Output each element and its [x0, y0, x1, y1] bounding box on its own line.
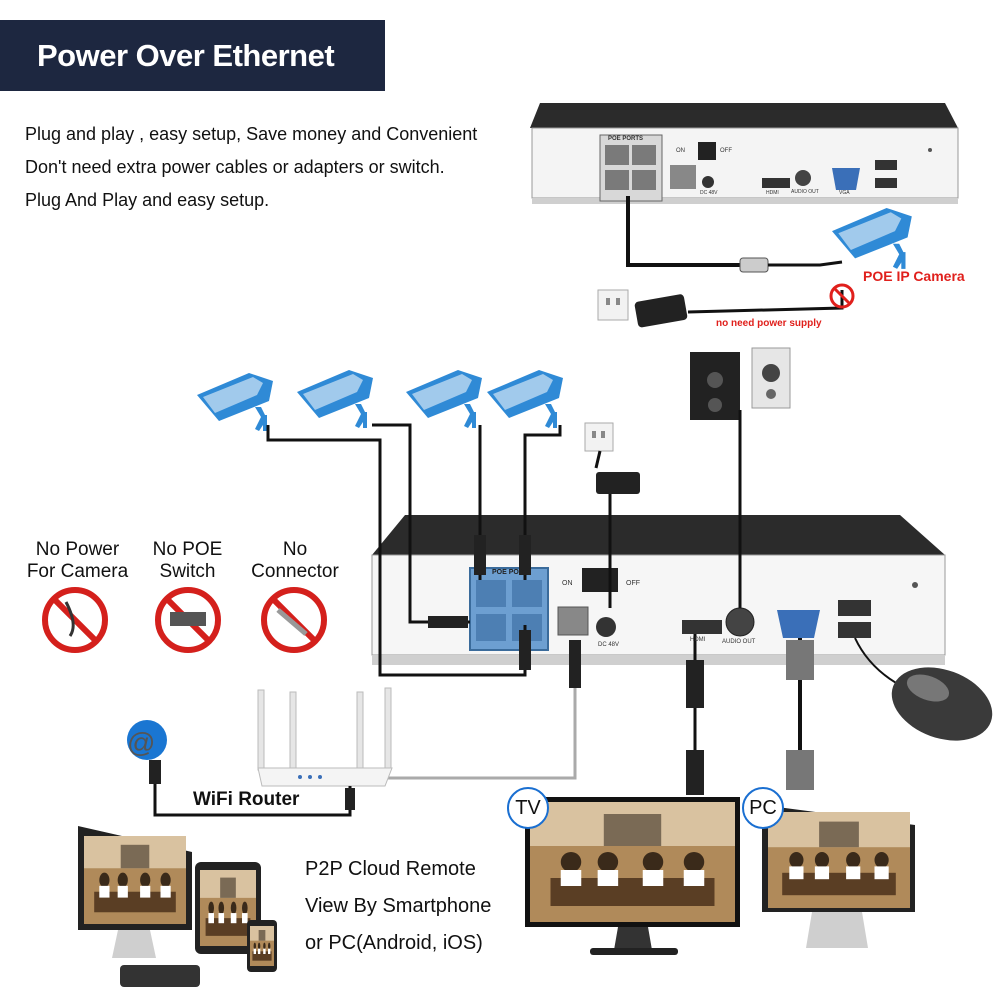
- top-poe-ports-label: POE PORTS: [608, 136, 644, 142]
- p2p-line-1: P2P Cloud Remote: [305, 858, 476, 880]
- pc-monitor: [762, 805, 915, 948]
- top-hdmi-label: HDMI: [766, 190, 779, 196]
- intro-line-1: Plug and play , easy setup, Save money a…: [25, 124, 478, 144]
- no-power-icon: [45, 590, 105, 650]
- camera-4: [487, 370, 563, 428]
- intro-line-3: Plug And Play and easy setup.: [25, 190, 270, 210]
- p2p-line-2: View By Smartphone: [305, 895, 492, 917]
- page-title: Power Over Ethernet: [0, 20, 385, 91]
- camera-4-cable: [523, 425, 562, 580]
- main-poe-label: POE POR: [492, 569, 524, 576]
- no-poe-switch-label-text: No POE Switch: [152, 539, 223, 582]
- no-connector-icon: [264, 590, 324, 650]
- intro-line-2: Don't need extra power cables or adapter…: [25, 157, 445, 177]
- top-wall-outlet-icon: [597, 289, 629, 321]
- poe-camera-label: POE IP Camera: [863, 268, 965, 284]
- no-poe-switch-label: No POE Switch: [135, 539, 240, 583]
- top-off-label: OFF: [720, 148, 732, 154]
- top-poe-camera: [832, 208, 912, 269]
- top-camera-cable: [626, 196, 740, 267]
- top-power-adapter-icon: [634, 294, 688, 328]
- no-connector-label: No Connector: [240, 539, 350, 583]
- top-vga-label: VGA: [839, 190, 850, 196]
- top-audio-label: AUDIO OUT: [791, 189, 819, 195]
- remote-tablet-icon: [195, 862, 261, 954]
- mouse-icon: [891, 667, 993, 741]
- camera-1: [197, 373, 273, 431]
- top-adapter-cable: [687, 290, 844, 314]
- no-power-label-text: No Power For Camera: [26, 539, 129, 582]
- no-power-mark-icon: [829, 283, 855, 309]
- camera-3: [406, 370, 482, 428]
- wifi-router-label: WiFi Router: [193, 789, 300, 810]
- no-poe-switch-icon: [158, 590, 218, 650]
- top-nvr: [530, 103, 959, 204]
- no-power-label: No Power For Camera: [15, 539, 140, 583]
- svg-text:@: @: [127, 727, 155, 758]
- nvr-wall-outlet-icon: [584, 422, 614, 469]
- nvr-power-adapter-icon: [596, 472, 640, 494]
- tv-display: [525, 797, 740, 955]
- no-power-supply-note: no need power supply: [716, 318, 822, 329]
- main-dc-label: DC 48V: [598, 642, 620, 648]
- remote-phone-icon: [247, 920, 277, 972]
- wifi-router-icon: [257, 687, 393, 787]
- main-nvr: [371, 515, 946, 665]
- speakers-icon: [690, 347, 791, 420]
- remote-phone-flat-icon: [120, 965, 200, 987]
- no-connector-label-text: No Connector: [251, 539, 339, 582]
- tv-badge: TV: [507, 787, 549, 829]
- remote-monitor-icon: [78, 826, 192, 958]
- pc-badge: PC: [742, 787, 784, 829]
- p2p-line-3: or PC(Android, iOS): [305, 932, 483, 954]
- top-on-label: ON: [676, 148, 685, 154]
- main-hdmi-label: HDMI: [690, 637, 706, 643]
- cloud-internet-icon: @: [127, 720, 167, 760]
- main-on-label: ON: [562, 580, 573, 587]
- top-dc-label: DC 48V: [700, 190, 718, 196]
- main-off-label: OFF: [626, 580, 640, 587]
- camera-2: [297, 370, 373, 428]
- main-audio-label: AUDIO OUT: [722, 639, 756, 645]
